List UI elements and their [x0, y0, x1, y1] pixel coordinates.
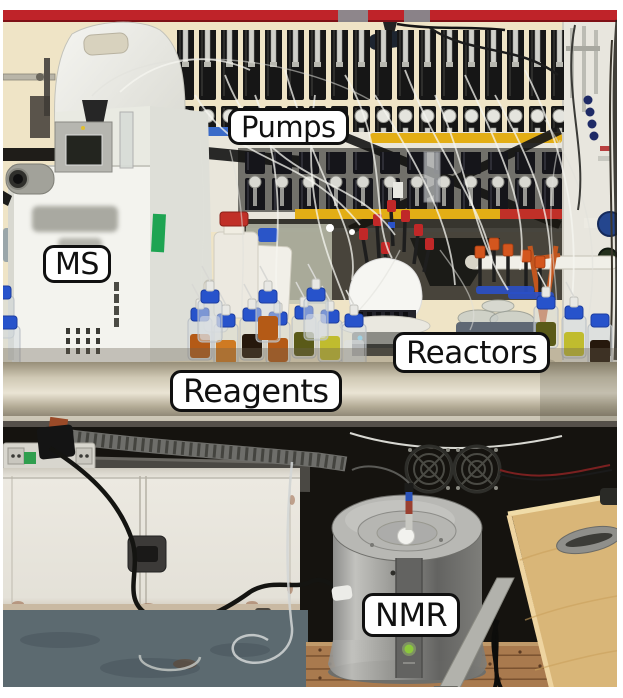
- wood-desk: [506, 488, 617, 687]
- nmr-sample-tube: [351, 465, 414, 530]
- cooling-fans: [404, 444, 613, 494]
- pump-rack-top: [172, 30, 564, 143]
- nmr-sample-port: [397, 527, 415, 545]
- desk-handle-cutout: [556, 525, 617, 555]
- red-beam: [3, 10, 617, 22]
- annotation-nmr: NMR: [362, 593, 461, 637]
- desk-leg: [439, 577, 515, 687]
- annotation-reagents: Reagents: [170, 370, 342, 412]
- ms-vent: [66, 328, 100, 354]
- annotation-ms: MS: [43, 245, 111, 283]
- desk-foot: [433, 686, 458, 687]
- clamped-camera: [3, 163, 55, 206]
- reactor-valve-caps: [359, 200, 434, 254]
- ms-handle-dots: [114, 282, 119, 327]
- annotation-reactors: Reactors: [393, 332, 551, 373]
- right-panel-fittings: [465, 19, 617, 361]
- annotation-pumps: Pumps: [228, 108, 349, 145]
- clear-tube: [231, 461, 294, 664]
- nmr-led: [404, 644, 414, 654]
- nmr-spectrometer: [328, 465, 487, 684]
- cabinet: [3, 446, 365, 637]
